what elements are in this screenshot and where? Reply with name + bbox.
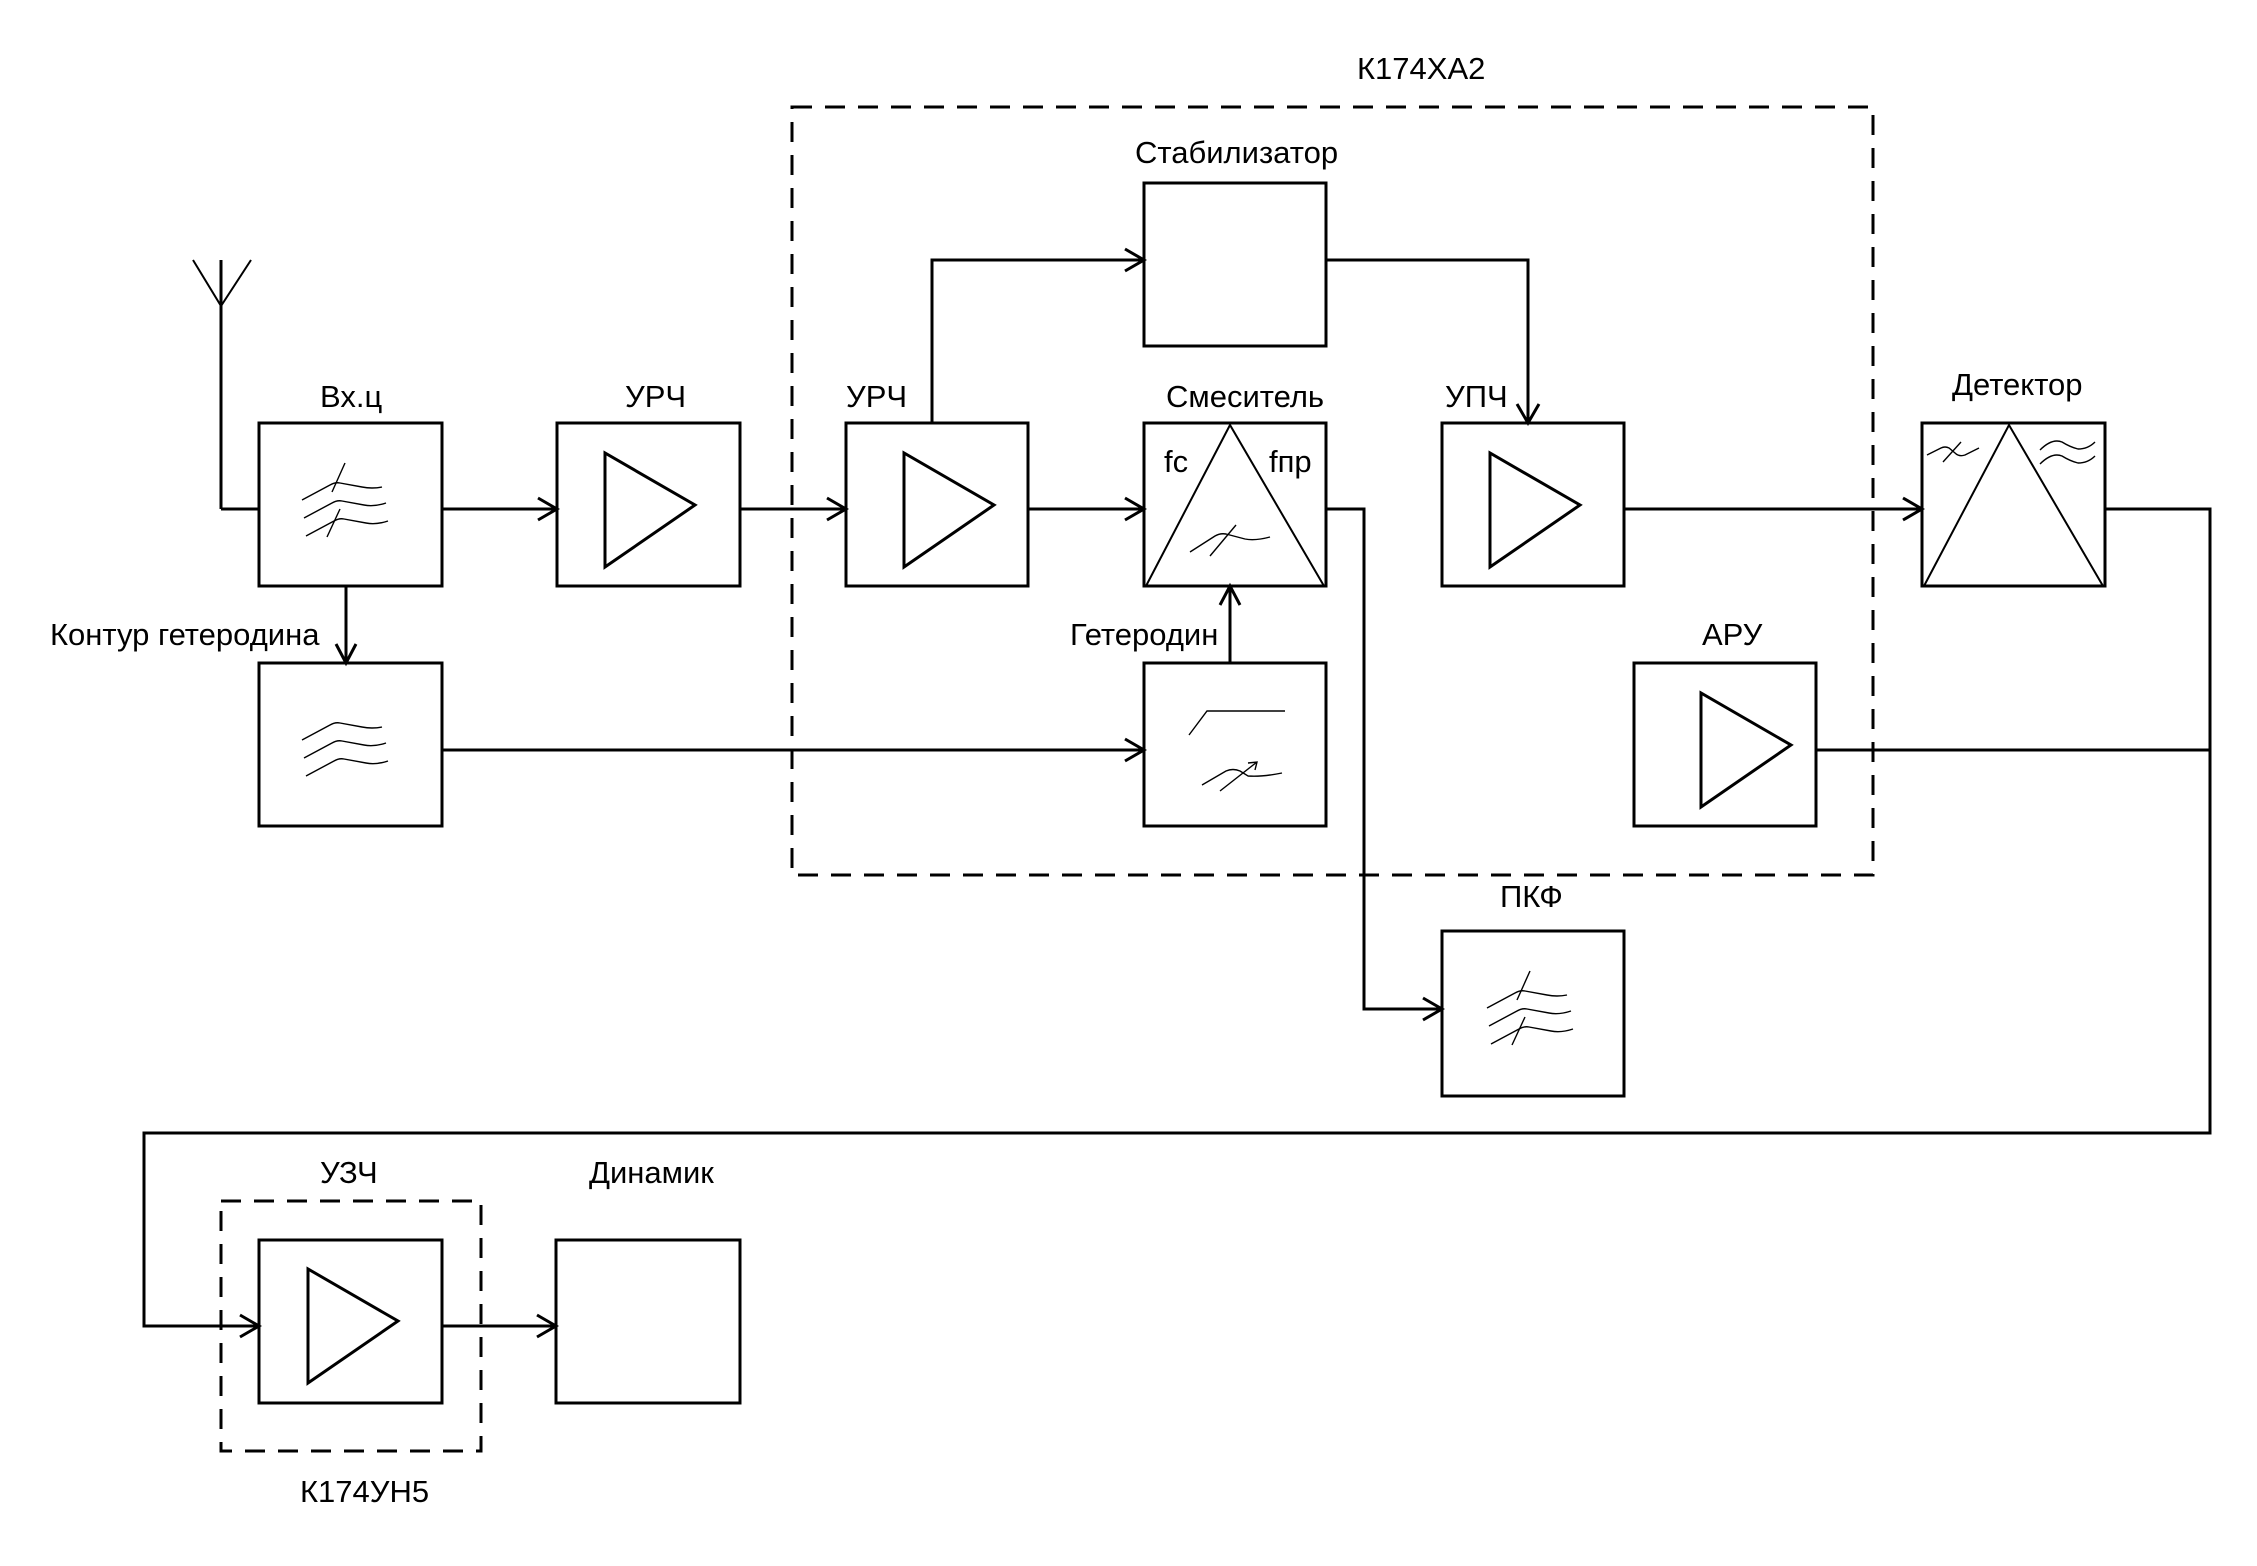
mixer-input-freq-label: fc bbox=[1164, 444, 1188, 479]
block-agc[interactable]: АРУ bbox=[1632, 617, 1818, 828]
block-rf-amp-2[interactable]: УРЧ bbox=[844, 379, 1030, 588]
amplifier-triangle-icon bbox=[306, 1267, 400, 1385]
block-lo-circuit[interactable]: Контур гетеродина bbox=[50, 617, 444, 828]
detector-triangle-icon bbox=[1923, 422, 2104, 587]
block-rf-amp-2-label: УРЧ bbox=[846, 379, 907, 414]
block-mixer-label: Смеситель bbox=[1166, 379, 1324, 414]
tunable-curve-icon bbox=[1189, 524, 1271, 557]
block-lo-circuit-label: Контур гетеродина bbox=[50, 617, 320, 652]
ic-k174xa2-boundary bbox=[790, 105, 1875, 877]
block-piezo-filter[interactable]: ПКФ bbox=[1440, 879, 1626, 1098]
wave-double-icon bbox=[2039, 440, 2096, 465]
block-detector[interactable]: Детектор bbox=[1920, 367, 2107, 588]
block-input-circuit-label: Вх.ц bbox=[320, 379, 382, 414]
amplifier-triangle-icon bbox=[1488, 451, 1582, 569]
block-stabilizer-label: Стабилизатор bbox=[1135, 135, 1338, 170]
block-local-oscillator-label: Гетеродин bbox=[1070, 617, 1218, 652]
bandpass-filter-tunable-icon bbox=[1486, 970, 1574, 1046]
ic-k174xa2-label: К174ХА2 bbox=[1357, 51, 1485, 86]
block-input-circuit[interactable]: Вх.ц bbox=[257, 379, 444, 588]
mixer-triangle-icon bbox=[1145, 422, 1325, 587]
block-audio-amp[interactable]: УЗЧ bbox=[257, 1155, 444, 1405]
lowpass-curve-icon bbox=[1926, 441, 1980, 463]
amplifier-triangle-icon bbox=[902, 451, 996, 569]
block-speaker-label: Динамик bbox=[589, 1155, 714, 1190]
bandpass-filter-tunable-icon bbox=[301, 462, 389, 538]
ic-k174un5-label: К174УН5 bbox=[300, 1474, 429, 1509]
block-local-oscillator[interactable]: Гетеродин bbox=[1070, 617, 1328, 828]
mixer-output-freq-label: fпр bbox=[1269, 444, 1312, 479]
block-rf-amp-1[interactable]: УРЧ bbox=[555, 379, 742, 588]
block-if-amp-label: УПЧ bbox=[1445, 379, 1508, 414]
antenna-icon bbox=[192, 259, 259, 511]
block-if-amp[interactable]: УПЧ bbox=[1440, 379, 1626, 588]
signal-wires bbox=[142, 247, 2212, 1339]
block-audio-amp-label: УЗЧ bbox=[320, 1155, 378, 1190]
block-agc-label: АРУ bbox=[1702, 617, 1763, 652]
block-speaker[interactable]: Динамик bbox=[554, 1155, 742, 1405]
block-rf-amp-1-label: УРЧ bbox=[625, 379, 686, 414]
block-stabilizer[interactable]: Стабилизатор bbox=[1135, 135, 1338, 348]
oscillator-icon bbox=[1188, 710, 1285, 792]
block-detector-label: Детектор bbox=[1952, 367, 2083, 402]
block-mixer[interactable]: fc fпр Смеситель bbox=[1142, 379, 1328, 588]
bandpass-filter-icon bbox=[301, 722, 389, 777]
amplifier-triangle-icon bbox=[1699, 691, 1793, 809]
block-piezo-filter-label: ПКФ bbox=[1500, 879, 1563, 914]
amplifier-triangle-icon bbox=[603, 451, 697, 569]
